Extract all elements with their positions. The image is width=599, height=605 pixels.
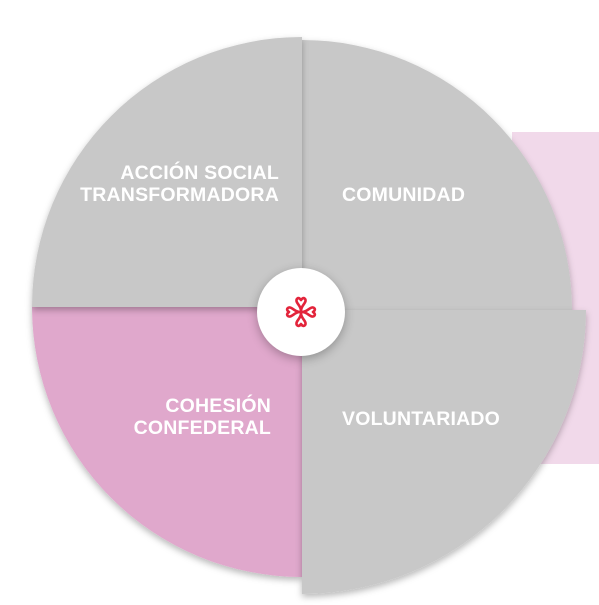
label-accion-social: ACCIÓN SOCIAL TRANSFORMADORA <box>80 162 279 206</box>
segment-bottom-left <box>32 307 302 577</box>
label-cohesion-line-1: COHESIÓN <box>165 395 271 417</box>
label-comunidad: COMUNIDAD <box>342 184 465 206</box>
label-voluntariado: VOLUNTARIADO <box>342 408 500 430</box>
label-cohesion-confederal: COHESIÓN CONFEDERAL <box>134 395 271 439</box>
center-hub <box>257 268 345 356</box>
segment-top-left <box>32 37 302 307</box>
label-accion-social-line-1: ACCIÓN SOCIAL <box>120 162 279 184</box>
label-comunidad-line-1: COMUNIDAD <box>342 184 466 206</box>
label-accion-social-line-2: TRANSFORMADORA <box>80 184 279 206</box>
cross-logo-icon <box>285 296 317 328</box>
label-cohesion-line-2: CONFEDERAL <box>133 417 271 439</box>
segment-top-right <box>302 40 572 310</box>
label-voluntariado-line-1: VOLUNTARIADO <box>342 408 501 430</box>
segment-bottom-right <box>302 310 586 594</box>
